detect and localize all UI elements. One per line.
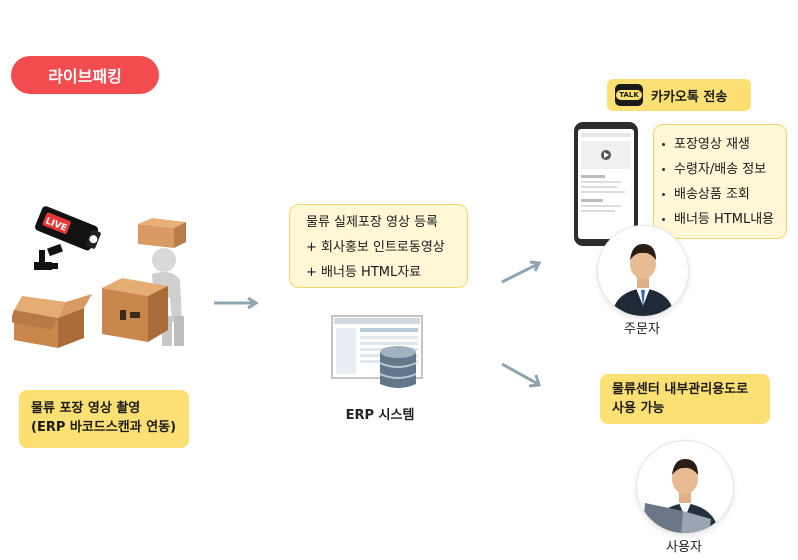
- feature-item: 배너등 HTML내용: [660, 207, 786, 232]
- internal-use-note: 물류센터 내부관리용도로 사용 가능: [600, 374, 770, 424]
- kakaotalk-label: 카카오톡 전송: [651, 89, 728, 105]
- customer-caption: 주문자: [624, 322, 660, 337]
- live-packing-badge: 라이브패킹: [11, 56, 159, 94]
- packing-worker-illustration: [10, 218, 192, 352]
- user-caption: 사용자: [666, 540, 702, 555]
- kakaotalk-icon: TALK: [615, 84, 643, 106]
- registration-line1: 물류 실제포장 영상 등록: [306, 215, 438, 230]
- feature-item: 배송상품 조회: [660, 182, 786, 207]
- live-camera-icon: LIVE: [28, 206, 108, 278]
- erp-caption: ERP 시스템: [345, 408, 415, 423]
- capture-step-line1: 물류 포장 영상 촬영: [31, 401, 141, 416]
- internal-use-line2: 사용 가능: [612, 401, 665, 416]
- smartphone-illustration: [573, 121, 639, 251]
- kakaotalk-badge: TALK 카카오톡 전송: [607, 79, 751, 111]
- registration-line2: + 회사홍보 인트로동영상: [306, 240, 445, 255]
- feature-item: 수령자/배송 정보: [660, 157, 786, 182]
- user-avatar: [636, 440, 734, 534]
- customer-avatar: [597, 225, 689, 317]
- kakaotalk-icon-text: TALK: [616, 90, 642, 100]
- arrow-down-right-icon: [498, 360, 544, 390]
- registration-note: 물류 실제포장 영상 등록 + 회사홍보 인트로동영상 + 배너등 HTML자료: [289, 204, 468, 288]
- feature-item: 포장영상 재생: [660, 132, 786, 157]
- capture-step-note: 물류 포장 영상 촬영 (ERP 바코드스캔과 연동): [19, 390, 189, 448]
- arrow-right-icon: [212, 296, 262, 310]
- capture-step-line2: (ERP 바코드스캔과 연동): [31, 420, 177, 435]
- arrow-up-right-icon: [498, 258, 544, 286]
- erp-system-illustration: [330, 314, 430, 398]
- live-packing-badge-label: 라이브패킹: [48, 67, 122, 86]
- registration-line3: + 배너등 HTML자료: [306, 265, 422, 280]
- features-note: 포장영상 재생 수령자/배송 정보 배송상품 조회 배너등 HTML내용: [653, 124, 787, 239]
- internal-use-line1: 물류센터 내부관리용도로: [612, 382, 749, 397]
